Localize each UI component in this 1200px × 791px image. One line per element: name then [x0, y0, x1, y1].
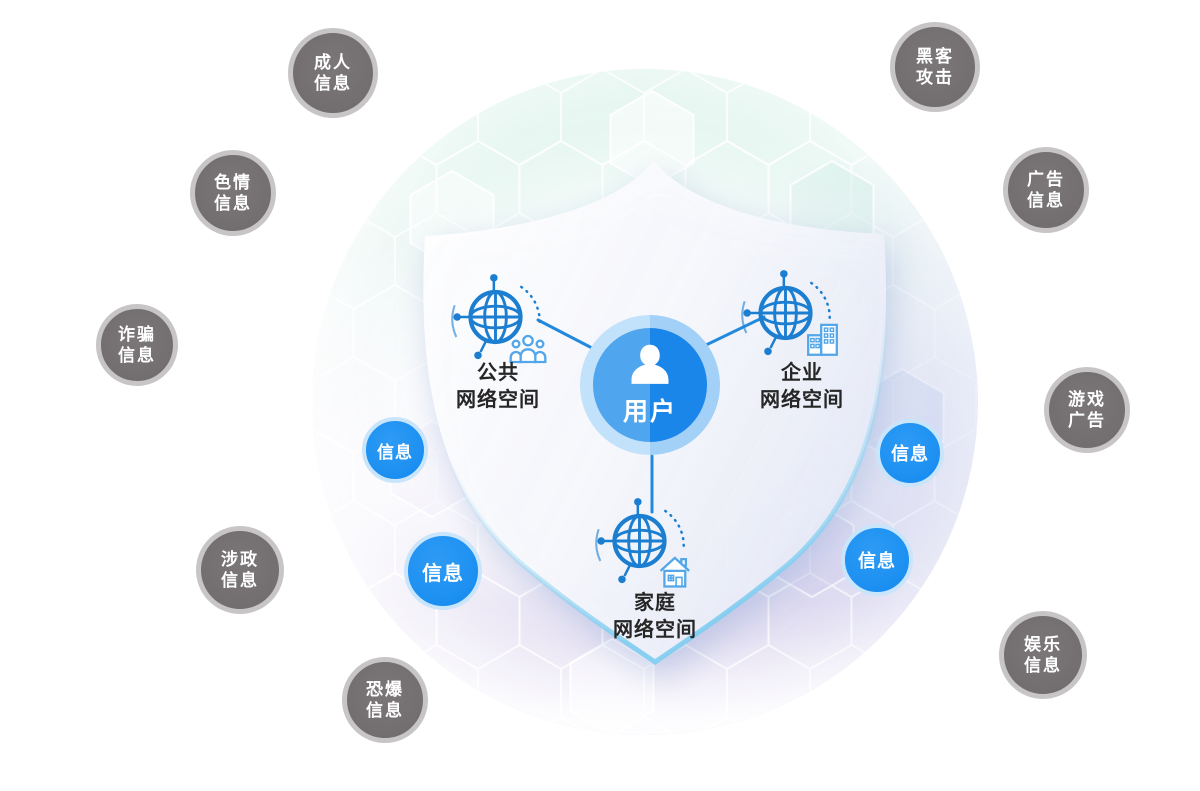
enterprise-network-label: 企业 网络空间 [732, 360, 872, 414]
home-network-line1: 家庭 [634, 592, 676, 614]
threat-entertainment-info: 娱乐 信息 [999, 611, 1087, 699]
threat-hacker-attack: 黑客 攻击 [890, 22, 980, 112]
user-silhouette-icon [631, 344, 669, 384]
globe-people-icon [448, 272, 547, 364]
home-network-label: 家庭 网络空间 [585, 590, 725, 644]
threat-terror-info: 恐爆 信息 [342, 657, 428, 743]
user-label: 用户 [622, 398, 677, 426]
info-badge: 信息 [841, 524, 913, 596]
info-badge: 信息 [876, 419, 944, 487]
public-network-line2: 网络空间 [456, 389, 540, 411]
globe-building-icon [738, 268, 838, 368]
globe-house-icon [592, 496, 690, 588]
public-network-line1: 公共 [477, 362, 519, 384]
enterprise-network-line2: 网络空间 [760, 389, 844, 411]
threat-porn-info: 色情 信息 [190, 150, 276, 236]
threat-political-info: 涉政 信息 [196, 526, 284, 614]
user-node: 用户 [593, 328, 707, 442]
home-network-line2: 网络空间 [613, 619, 697, 641]
threat-game-ad: 游戏 广告 [1044, 367, 1130, 453]
threat-ad-info: 广告 信息 [1003, 147, 1089, 233]
info-badge: 信息 [362, 417, 428, 483]
enterprise-network-line1: 企业 [781, 362, 823, 384]
info-badge: 信息 [404, 532, 482, 610]
public-network-label: 公共 网络空间 [428, 360, 568, 414]
threat-adult-info: 成人 信息 [288, 28, 378, 118]
threat-fraud-info: 诈骗 信息 [96, 304, 178, 386]
